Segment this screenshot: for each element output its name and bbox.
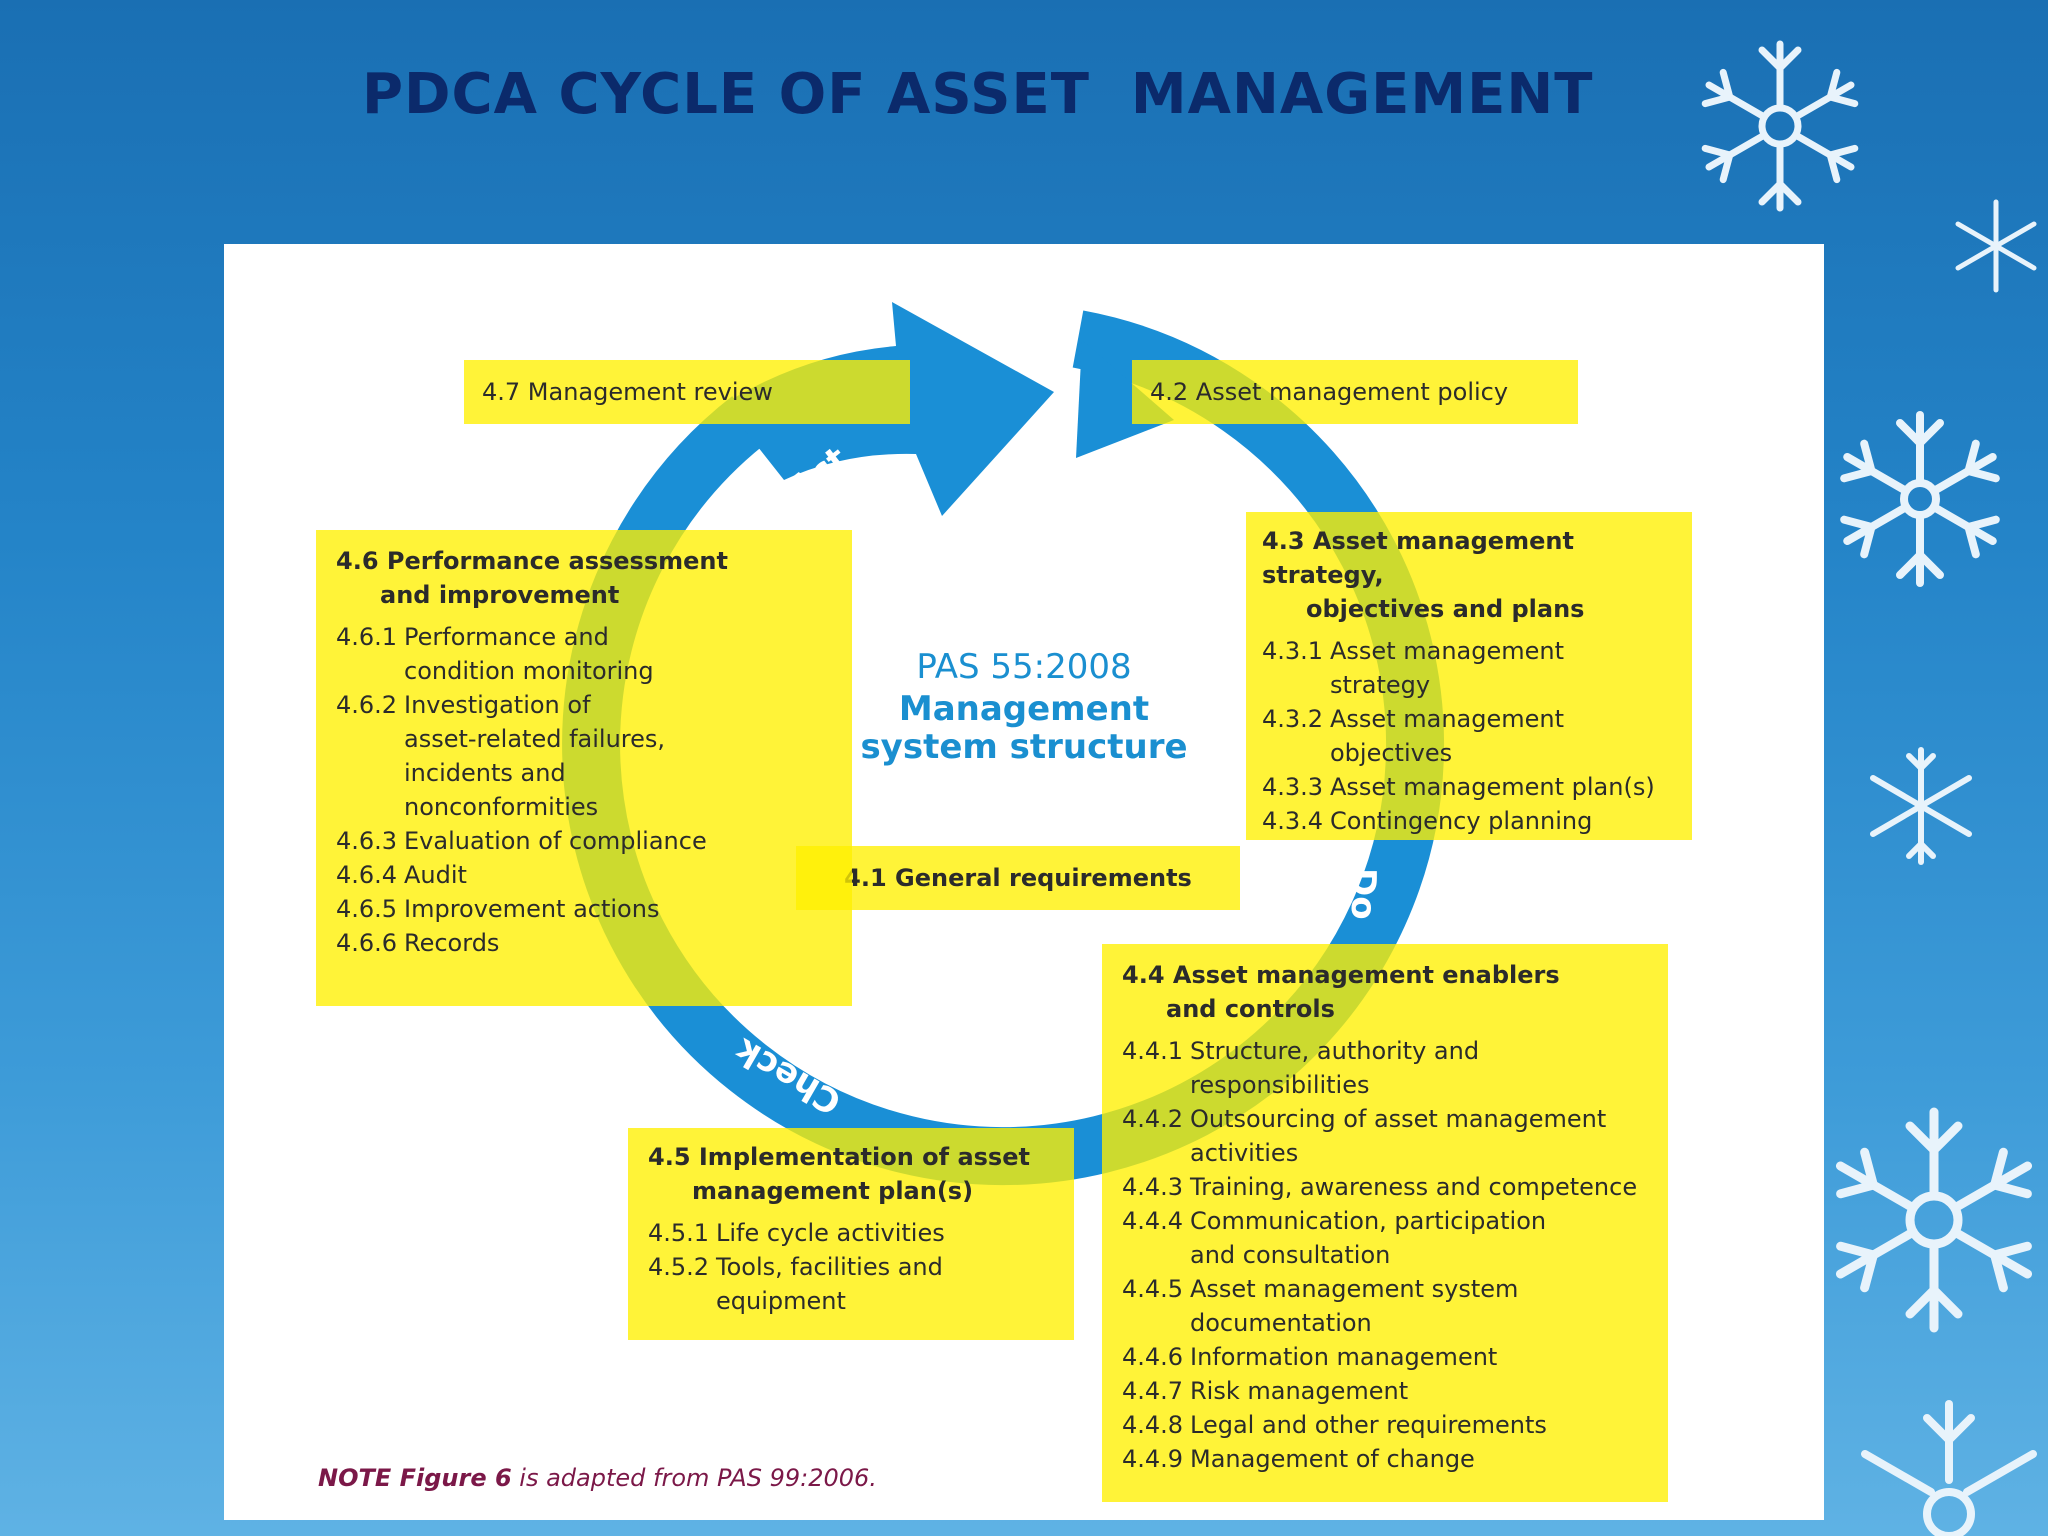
snowflake-icon bbox=[1955, 199, 2037, 293]
figure-note: NOTE Figure 6 is adapted from PAS 99:200… bbox=[318, 1464, 877, 1492]
snowflake-icon bbox=[1820, 411, 2020, 594]
box-4-1-general-requirements: 4.1 General requirements bbox=[796, 846, 1240, 910]
heading-text-cont: objectives and plans bbox=[1306, 595, 1585, 623]
box-4-2-policy: 4.2 Asset management policy bbox=[1132, 360, 1578, 424]
box-4-3-strategy: 4.3 Asset management strategy, objective… bbox=[1246, 512, 1692, 840]
box-4-5-implementation: 4.5 Implementation of asset management p… bbox=[628, 1128, 1074, 1340]
box-4-6-heading: 4.6 Performance assessment bbox=[336, 544, 832, 578]
heading-number: 4.5 bbox=[648, 1143, 691, 1171]
snowflake-icon bbox=[1680, 40, 1880, 216]
box-4-4-heading: 4.4 Asset management enablers bbox=[1122, 958, 1648, 992]
box-4-4-enablers: 4.4 Asset management enablers and contro… bbox=[1102, 944, 1668, 1502]
note-prefix: NOTE Figure 6 bbox=[318, 1464, 512, 1492]
phase-label-do: Do bbox=[1343, 868, 1383, 920]
heading-number: 4.4 bbox=[1122, 961, 1165, 989]
center-title-standard: PAS 55:2008 bbox=[916, 647, 1132, 687]
center-title-line3: system structure bbox=[860, 727, 1188, 767]
heading-text-cont: and improvement bbox=[380, 581, 620, 609]
heading-number: 4.6 bbox=[336, 547, 379, 575]
heading-text-cont: management plan(s) bbox=[692, 1177, 974, 1205]
heading-text: Performance assessment bbox=[386, 547, 728, 575]
snowflake-icon bbox=[1870, 747, 1972, 865]
center-title: PAS 55:2008 Management system structure bbox=[844, 644, 1204, 766]
slide-title: PDCA CYCLE OF ASSET MANAGEMENT bbox=[362, 62, 1594, 127]
heading-text-cont: and controls bbox=[1166, 995, 1335, 1023]
heading-text: Asset management strategy, bbox=[1262, 527, 1574, 589]
box-4-5-heading: 4.5 Implementation of asset bbox=[648, 1140, 1054, 1174]
box-4-3-heading: 4.3 Asset management strategy, bbox=[1262, 524, 1676, 592]
box-4-7-management-review: 4.7 Management review bbox=[464, 360, 910, 424]
note-text: is adapted from PAS 99:2006. bbox=[511, 1464, 877, 1492]
heading-text: Asset management enablers bbox=[1172, 961, 1560, 989]
pdca-figure: Act Plan Do Check PAS 55:2008 Management… bbox=[224, 244, 1824, 1520]
snowflake-icon bbox=[1820, 1107, 2048, 1340]
heading-text: Implementation of asset bbox=[698, 1143, 1030, 1171]
heading-number: 4.3 bbox=[1262, 527, 1305, 555]
box-4-6-performance: 4.6 Performance assessment and improveme… bbox=[316, 530, 852, 1006]
snowflake-icon bbox=[1861, 1400, 2037, 1536]
center-title-line2: Management bbox=[898, 689, 1150, 729]
